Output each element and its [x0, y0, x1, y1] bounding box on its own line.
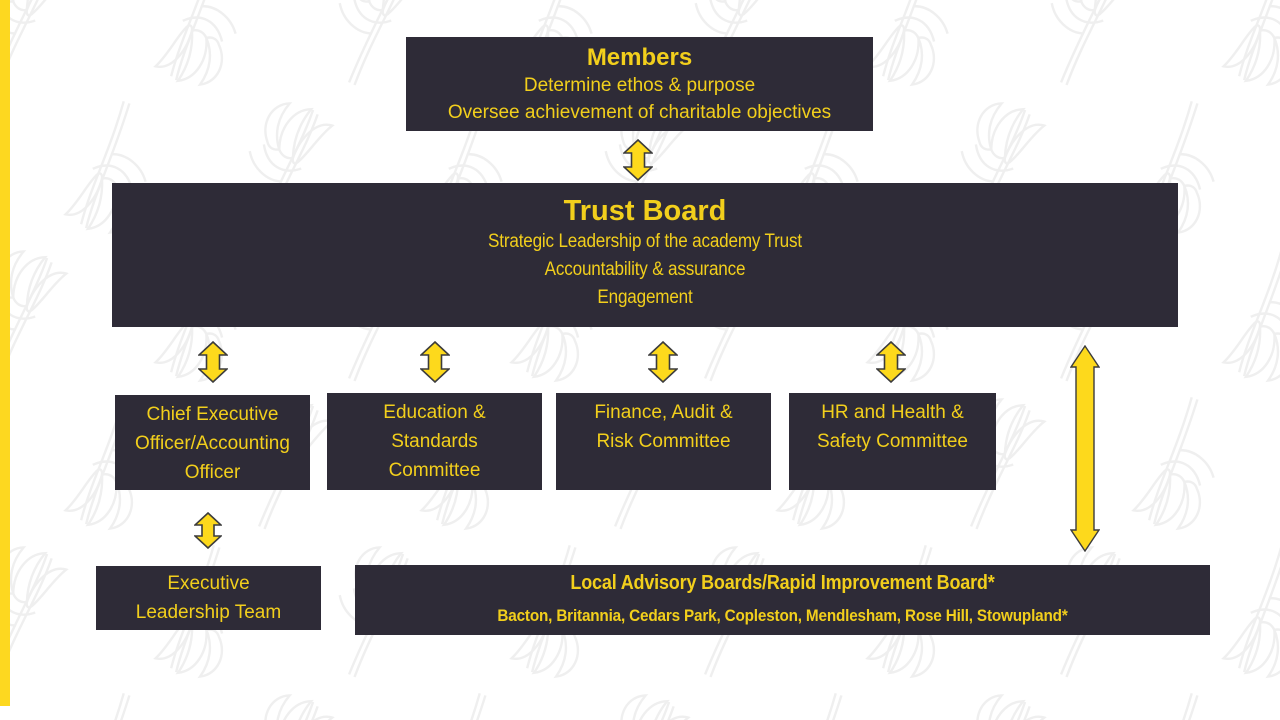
ceo-line: Officer [184, 462, 241, 483]
double-arrow-icon [876, 341, 906, 383]
double-arrow-icon [198, 341, 228, 383]
trust-board-line: Accountability & assurance [544, 259, 746, 280]
elt-line: Executive [167, 573, 250, 594]
education-committee-line: Education & [383, 402, 486, 423]
education-committee-line: Committee [388, 460, 481, 481]
node-finance-audit-risk-committee: Finance, Audit & Risk Committee [556, 393, 771, 490]
double-arrow-icon [623, 139, 653, 181]
double-arrow-icon [648, 341, 678, 383]
trust-board-title: Trust Board [563, 195, 727, 227]
ceo-line: Officer/Accounting [135, 433, 290, 454]
local-advisory-boards-title: Local Advisory Boards/Rapid Improvement … [570, 572, 995, 594]
finance-committee-line: Risk Committee [596, 431, 731, 452]
trust-board-line: Strategic Leadership of the academy Trus… [488, 231, 802, 252]
ceo-line: Chief Executive [146, 404, 279, 425]
members-line: Determine ethos & purpose [523, 75, 756, 96]
node-education-standards-committee: Education & Standards Committee [327, 393, 542, 490]
long-double-arrow-icon [1070, 345, 1100, 552]
members-title: Members [586, 44, 693, 71]
node-hr-health-safety-committee: HR and Health & Safety Committee [789, 393, 996, 490]
hr-committee-line: HR and Health & [821, 402, 964, 423]
hr-committee-line: Safety Committee [817, 431, 968, 452]
local-advisory-boards-schools: Bacton, Britannia, Cedars Park, Coplesto… [497, 606, 1068, 625]
members-line: Oversee achievement of charitable object… [447, 102, 832, 123]
node-trust-board: Trust Board Strategic Leadership of the … [112, 183, 1178, 327]
trust-board-line: Engagement [597, 287, 693, 308]
education-committee-line: Standards [391, 431, 478, 452]
node-chief-executive-officer: Chief Executive Officer/Accounting Offic… [115, 395, 310, 490]
node-executive-leadership-team: Executive Leadership Team [96, 566, 321, 630]
finance-committee-line: Finance, Audit & [594, 402, 733, 423]
double-arrow-icon [420, 341, 450, 383]
elt-line: Leadership Team [135, 602, 282, 623]
node-members: Members Determine ethos & purpose Overse… [406, 37, 873, 131]
left-accent-bar [0, 0, 10, 706]
double-arrow-icon [194, 512, 222, 549]
node-local-advisory-boards: Local Advisory Boards/Rapid Improvement … [355, 565, 1210, 635]
